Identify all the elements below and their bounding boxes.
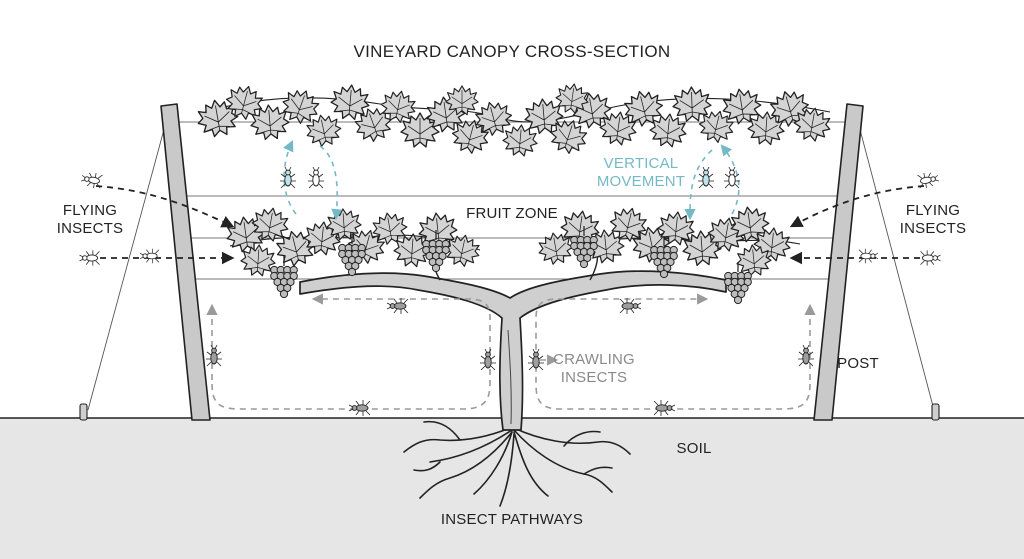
vertical-movement-line1: VERTICAL bbox=[604, 155, 679, 172]
grape-leaf-icon bbox=[722, 88, 762, 125]
root-icon bbox=[513, 427, 631, 455]
grape-leaf-icon bbox=[240, 244, 276, 277]
grape-leaf-icon bbox=[672, 86, 712, 122]
crawling-insects-line2: INSECTS bbox=[561, 369, 627, 386]
grape-leaf-icon bbox=[736, 244, 772, 277]
root-icon bbox=[403, 427, 511, 453]
root-icon bbox=[583, 466, 613, 475]
insect-icon bbox=[308, 166, 324, 189]
grape-leaf-icon bbox=[538, 232, 574, 265]
grape-leaf-icon bbox=[282, 90, 320, 124]
guy-wires bbox=[87, 121, 935, 411]
insect-icon bbox=[619, 298, 642, 314]
insect-icon bbox=[653, 400, 676, 416]
post-left bbox=[160, 103, 211, 421]
grape-cluster-icon bbox=[724, 262, 752, 305]
insect-icon bbox=[280, 166, 296, 189]
flying-insects-right-line1: FLYING bbox=[906, 202, 960, 219]
insect-icon bbox=[79, 250, 100, 266]
crawl-loop-right bbox=[535, 293, 811, 410]
grape-cluster-icon bbox=[338, 234, 366, 277]
grape-leaf-icon bbox=[730, 206, 770, 243]
grape-leaf-icon bbox=[197, 99, 239, 138]
grape-cluster-icon bbox=[270, 256, 298, 299]
grape-leaf-icon bbox=[555, 83, 589, 114]
anchor-stake-right bbox=[931, 403, 940, 421]
grape-leaf-icon bbox=[698, 110, 734, 143]
grape-cluster-icon bbox=[650, 236, 678, 279]
root-icon bbox=[473, 431, 513, 495]
flying-insects-right-line2: INSECTS bbox=[900, 220, 966, 237]
root-icon bbox=[413, 461, 441, 472]
grape-leaf-icon bbox=[445, 85, 479, 116]
vertical-arrow-left-down bbox=[319, 145, 343, 221]
grape-leaf-icon bbox=[624, 90, 664, 127]
post-right bbox=[813, 103, 864, 421]
root-icon bbox=[513, 431, 549, 497]
insect-icon bbox=[528, 348, 544, 371]
grape-leaf-icon bbox=[502, 124, 538, 157]
grape-leaf-icon bbox=[524, 98, 564, 135]
grape-leaf-icon bbox=[306, 114, 342, 147]
vertical-movement-line2: MOVEMENT bbox=[597, 173, 685, 190]
post-label: POST bbox=[837, 355, 879, 372]
insect-icon bbox=[206, 344, 222, 367]
anchor-stake-left bbox=[79, 403, 88, 421]
insect-icon bbox=[698, 166, 714, 189]
grape-cluster-icon bbox=[422, 230, 450, 273]
insects bbox=[79, 166, 941, 416]
grape-leaf-icon bbox=[380, 90, 416, 123]
insect-icon bbox=[81, 172, 103, 189]
grape-leaf-icon bbox=[226, 216, 266, 253]
root-icon bbox=[423, 420, 461, 441]
root-icon bbox=[563, 430, 601, 447]
insect-icon bbox=[917, 172, 939, 189]
diagram-title: VINEYARD CANOPY CROSS-SECTION bbox=[354, 42, 671, 61]
crawling-insects-line1: CRAWLING bbox=[553, 351, 635, 368]
grape-cluster-icon bbox=[570, 226, 598, 269]
crawl-loop-left bbox=[211, 293, 491, 410]
flying-paths bbox=[95, 185, 925, 265]
root-system bbox=[403, 420, 631, 507]
insect-icon bbox=[348, 400, 371, 416]
insect-icon bbox=[920, 250, 941, 266]
insect-pathways-caption: INSECT PATHWAYS bbox=[441, 511, 583, 528]
crawling-paths bbox=[206, 293, 816, 410]
grape-leaf-icon bbox=[649, 113, 687, 148]
insect-icon bbox=[480, 348, 496, 371]
labels: VINEYARD CANOPY CROSS-SECTION FRUIT ZONE… bbox=[57, 42, 966, 528]
grape-leaf-icon bbox=[330, 84, 370, 121]
root-icon bbox=[429, 429, 513, 463]
flying-arrow-right-upper bbox=[789, 185, 925, 228]
root-icon bbox=[419, 431, 513, 499]
soil-label: SOIL bbox=[677, 440, 712, 457]
grape-leaf-icon bbox=[251, 207, 289, 242]
grape-leaf-icon bbox=[451, 119, 489, 154]
insect-icon bbox=[858, 248, 879, 264]
root-icon bbox=[499, 433, 515, 507]
soil-layer bbox=[0, 417, 1024, 559]
grape-leaf-icon bbox=[444, 234, 480, 267]
flying-insects-left-line1: FLYING bbox=[63, 202, 117, 219]
grape-leaf-icon bbox=[250, 104, 290, 141]
grape-clusters bbox=[270, 226, 752, 305]
grape-leaf-icon bbox=[550, 120, 588, 154]
insect-icon bbox=[798, 344, 814, 367]
grape-leaf-icon bbox=[609, 207, 647, 242]
grape-leaf-icon bbox=[793, 107, 831, 142]
flying-insects-left-line2: INSECTS bbox=[57, 220, 123, 237]
insect-icon bbox=[386, 298, 409, 314]
fruit-zone-label: FRUIT ZONE bbox=[466, 205, 558, 222]
grape-leaf-icon bbox=[475, 101, 513, 136]
grape-leaf-icon bbox=[372, 212, 408, 245]
insect-icon bbox=[139, 248, 160, 264]
grape-leaf-icon bbox=[225, 85, 263, 120]
insect-icon bbox=[724, 166, 740, 189]
